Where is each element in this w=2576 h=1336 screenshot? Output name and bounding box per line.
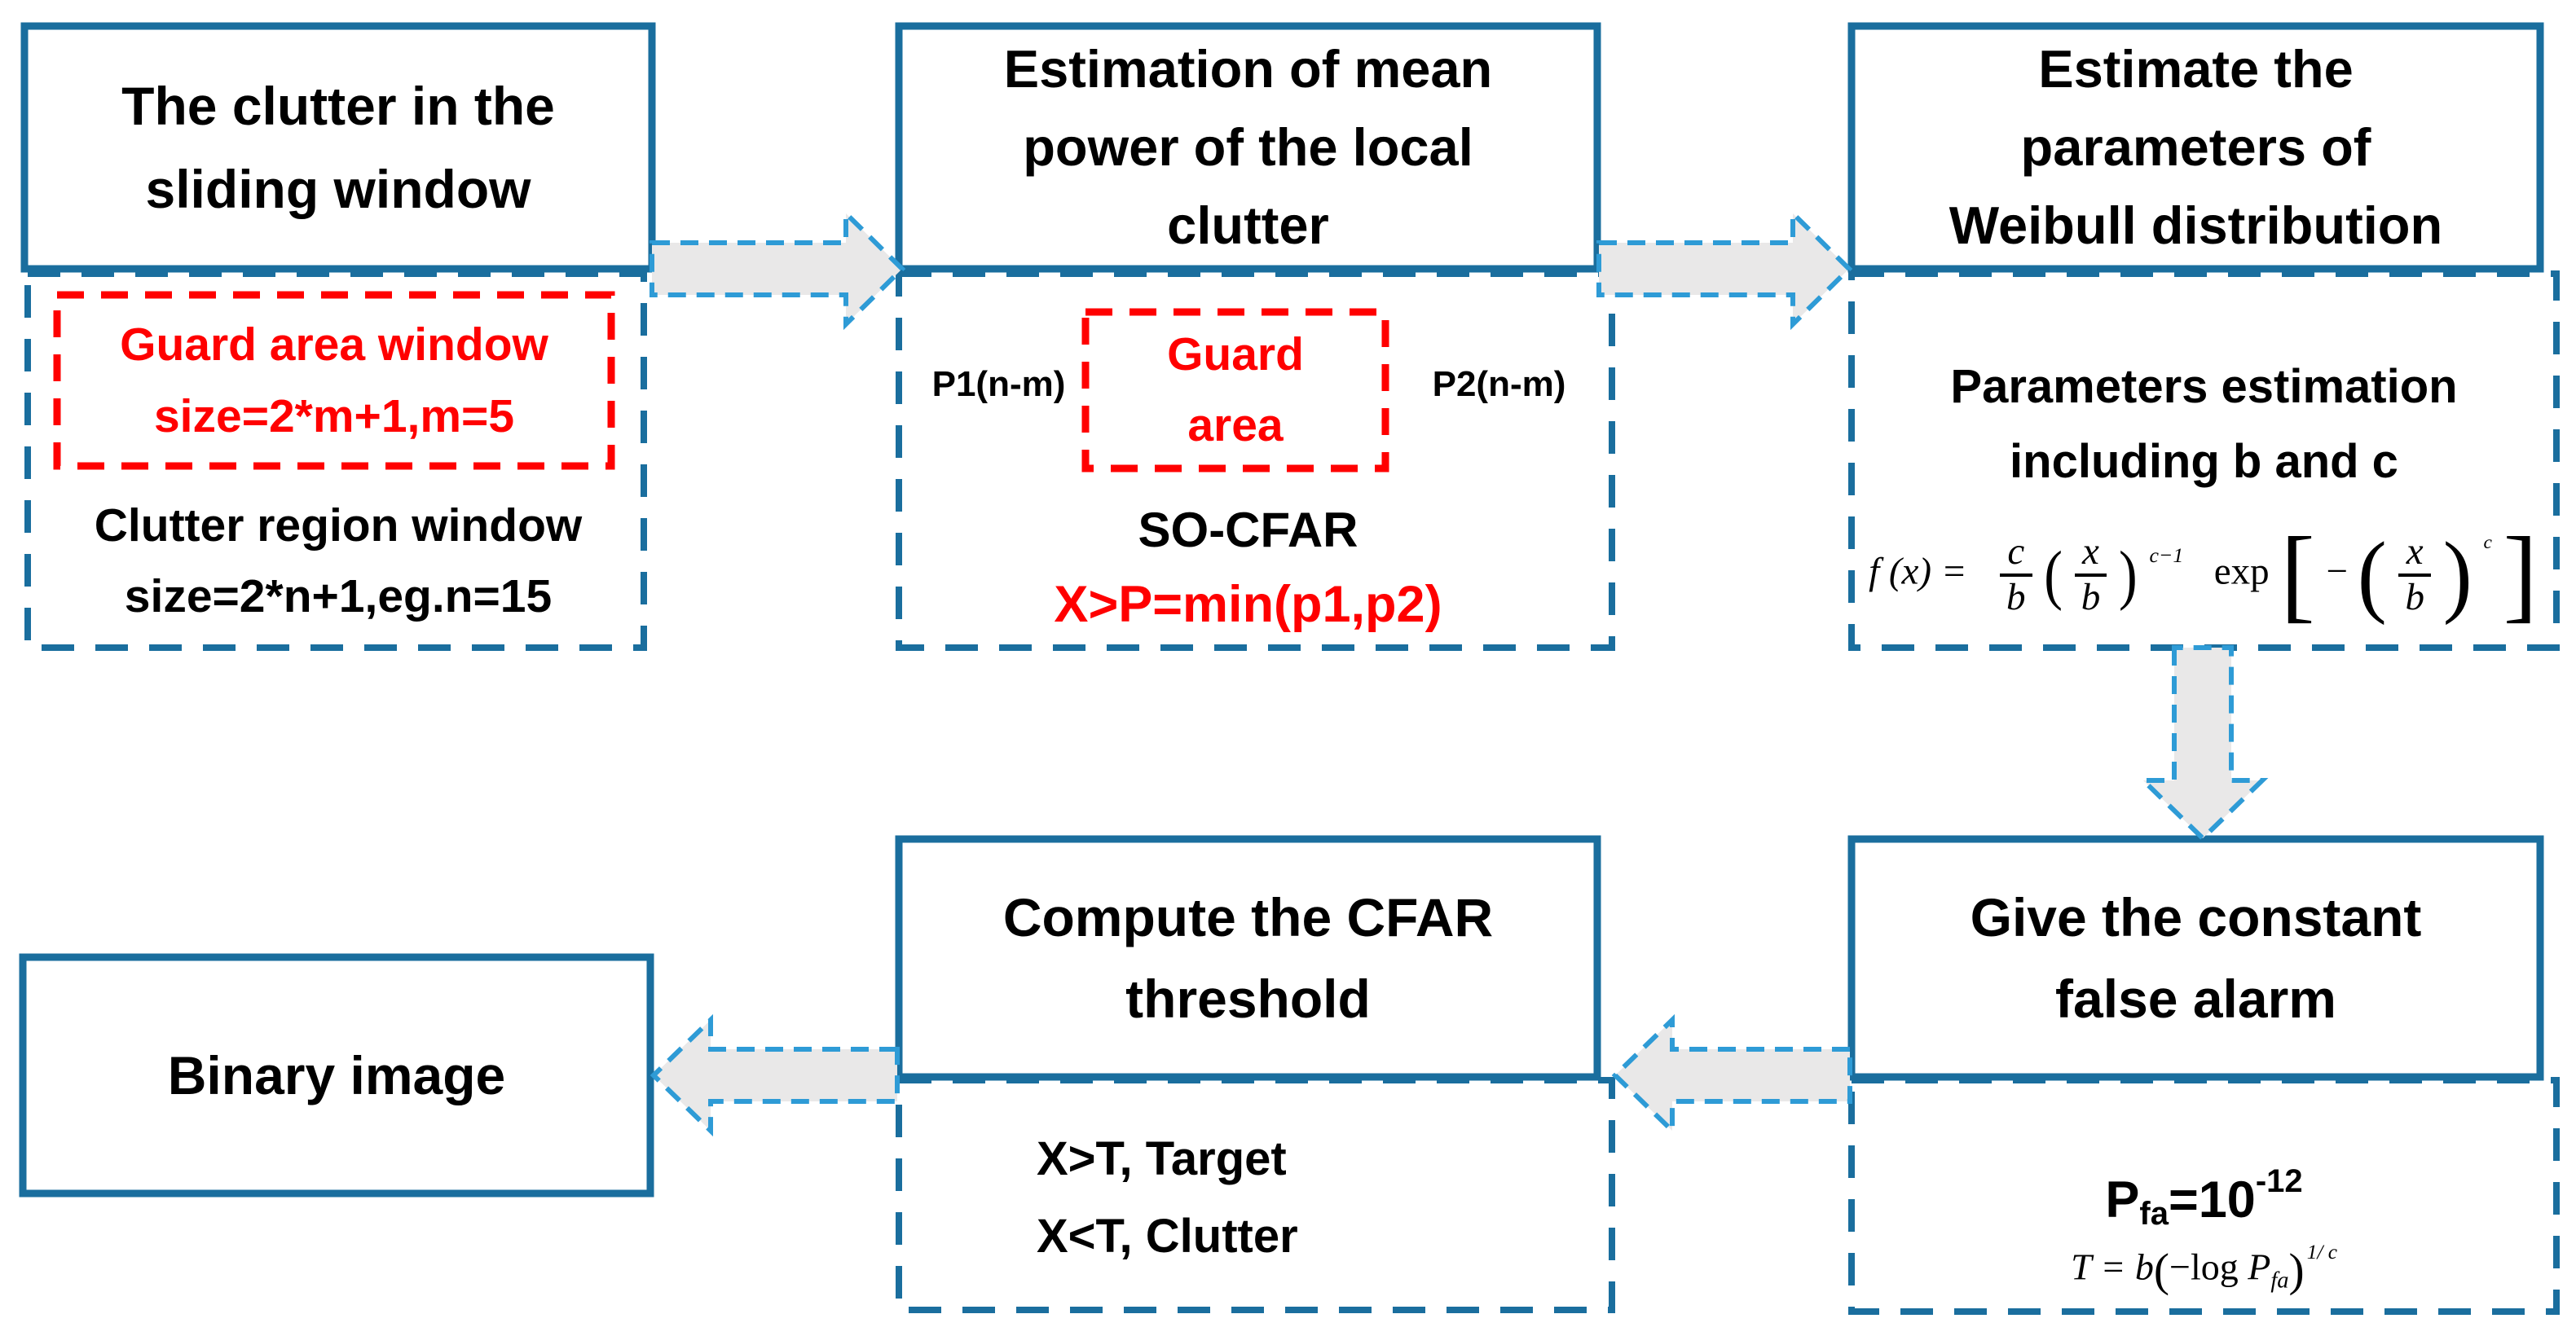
fraction-numerator: c xyxy=(2007,530,2025,573)
dashed-box-false-alarm xyxy=(1848,1077,2560,1315)
weibull-body-line2: including b and c xyxy=(2010,434,2398,488)
mean-power-title: Estimation of mean power of the local cl… xyxy=(899,26,1597,269)
big-close-paren: ) xyxy=(2442,523,2473,626)
threshold-title: Compute the CFAR threshold xyxy=(899,839,1597,1077)
mean-power-title-line1: Estimation of mean xyxy=(1003,39,1493,99)
open-paren: ( xyxy=(2153,1245,2170,1297)
close-bracket: ] xyxy=(2503,516,2538,633)
fraction-denominator: b xyxy=(2000,573,2032,617)
fraction-x-over-b: x b xyxy=(2398,530,2431,617)
one-over-c-exponent: 1/ c xyxy=(2306,1241,2337,1264)
pfa-symbol: P xyxy=(2105,1171,2140,1228)
box-mean-power-border xyxy=(895,22,1601,273)
fraction-numerator: x xyxy=(2082,530,2099,573)
minus-sign: − xyxy=(2326,550,2348,593)
guard-area-window-line1: Guard area window xyxy=(120,319,548,371)
open-bracket: [ xyxy=(2280,516,2315,633)
big-open-paren: ( xyxy=(2357,523,2387,626)
dashed-box-clutter-window xyxy=(24,270,647,651)
weibull-title-line3: Weibull distribution xyxy=(1949,196,2443,255)
arrow-false-alarm-to-threshold xyxy=(1611,1013,1852,1137)
exponent-c: c xyxy=(2483,531,2492,553)
close-paren: ) xyxy=(2288,1245,2305,1297)
condition-clutter: X<T, Clutter xyxy=(1037,1209,1298,1263)
p2-label: P2(n-m) xyxy=(1403,352,1595,417)
fraction-c-over-b: c b xyxy=(2000,530,2032,617)
exp-operator: exp xyxy=(2213,550,2270,593)
dashed-box-threshold xyxy=(896,1077,1615,1313)
threshold-formula: T = b(−log Pfa)1/ c xyxy=(1852,1233,2556,1306)
cfar-criterion-text: X>P=min(p1,p2) xyxy=(1054,576,1442,633)
pfa-exponent: -12 xyxy=(2255,1163,2303,1199)
fraction-denominator: b xyxy=(2398,573,2431,617)
condition-target: X>T, Target xyxy=(1037,1132,1287,1185)
pfa-subscript: fa xyxy=(2139,1196,2169,1232)
so-cfar-text: SO-CFAR xyxy=(1138,502,1358,557)
arrow-weibull-to-false-alarm xyxy=(2137,645,2269,842)
false-alarm-title: Give the constant false alarm xyxy=(1852,839,2540,1077)
binary-image-text: Binary image xyxy=(167,1045,506,1105)
guard-area-window-label: Guard area window size=2*m+1,m=5 xyxy=(57,295,611,466)
clutter-window-title: The clutter in the sliding window xyxy=(24,26,652,269)
so-cfar-label: SO-CFAR xyxy=(899,497,1597,562)
guard-area-line1: Guard xyxy=(1167,328,1304,380)
guard-area-window-box xyxy=(53,291,615,470)
p1-label: P1(n-m) xyxy=(903,352,1094,417)
formula-lhs: f (x) = xyxy=(1869,550,1967,593)
arrow-mean-power-to-weibull xyxy=(1596,207,1853,331)
weibull-title-line2: parameters of xyxy=(2020,117,2371,177)
fraction-denominator: b xyxy=(2074,573,2107,617)
clutter-window-title-line1: The clutter in the xyxy=(121,76,555,136)
guard-area-label: Guard area xyxy=(1085,312,1385,468)
guard-area-line2: area xyxy=(1187,399,1284,451)
fraction-x-over-b: x b xyxy=(2074,530,2107,617)
box-false-alarm-border xyxy=(1847,835,2544,1081)
weibull-pdf-expression: f (x) = c b ( x b ) c−1 exp [ − ( x b ) … xyxy=(1869,516,2539,634)
p-subscript: fa xyxy=(2270,1268,2289,1294)
clutter-region-line2: size=2*n+1,eg.n=15 xyxy=(124,570,553,622)
p2-text: P2(n-m) xyxy=(1432,364,1566,404)
p-symbol: P xyxy=(2248,1246,2271,1288)
weibull-title-line1: Estimate the xyxy=(2038,39,2354,99)
weibull-pdf-formula: f (x) = c b ( x b ) c−1 exp [ − ( x b ) … xyxy=(1852,512,2556,638)
p1-text: P1(n-m) xyxy=(931,364,1066,404)
box-weibull-border xyxy=(1847,22,2544,273)
weibull-body-line1: Parameters estimation xyxy=(1950,359,2458,413)
weibull-title: Estimate the parameters of Weibull distr… xyxy=(1852,26,2540,269)
mean-power-title-line2: power of the local xyxy=(1023,117,1473,177)
threshold-expression: T = b(−log Pfa)1/ c xyxy=(2071,1241,2337,1297)
t-lhs: T = b xyxy=(2071,1246,2154,1288)
clutter-region-line1: Clutter region window xyxy=(94,499,583,552)
arrow-clutter-to-mean-power xyxy=(650,207,906,331)
binary-image-title: Binary image xyxy=(23,957,650,1193)
minus-log: −log xyxy=(2169,1246,2248,1288)
box-binary-image-border xyxy=(19,953,654,1198)
false-alarm-title-line1: Give the constant xyxy=(1970,887,2422,947)
exponent-c-minus-1: c−1 xyxy=(2149,543,2184,568)
close-paren: ) xyxy=(2118,537,2138,612)
arrow-threshold-to-binary xyxy=(650,1013,900,1137)
threshold-title-line1: Compute the CFAR xyxy=(1002,887,1494,947)
clutter-window-title-line2: sliding window xyxy=(145,159,531,219)
clutter-region-window-label: Clutter region window size=2*n+1,eg.n=15 xyxy=(24,489,652,634)
pfa-equals-ten: =10 xyxy=(2168,1171,2256,1228)
weibull-body-label: Parameters estimation including b and c xyxy=(1852,349,2556,499)
threshold-title-line2: threshold xyxy=(1125,969,1371,1029)
fraction-numerator: x xyxy=(2406,530,2424,573)
threshold-conditions: X>T, Target X<T, Clutter xyxy=(1037,1118,1597,1277)
open-paren: ( xyxy=(2044,537,2063,612)
false-alarm-title-line2: false alarm xyxy=(2055,969,2336,1029)
guard-area-box xyxy=(1081,308,1389,472)
mean-power-title-line3: clutter xyxy=(1167,196,1329,255)
guard-area-window-line2: size=2*m+1,m=5 xyxy=(153,390,515,442)
cfar-criterion-label: X>P=min(p1,p2) xyxy=(899,570,1597,639)
box-clutter-window-border xyxy=(20,22,656,273)
dashed-box-weibull xyxy=(1848,270,2560,651)
